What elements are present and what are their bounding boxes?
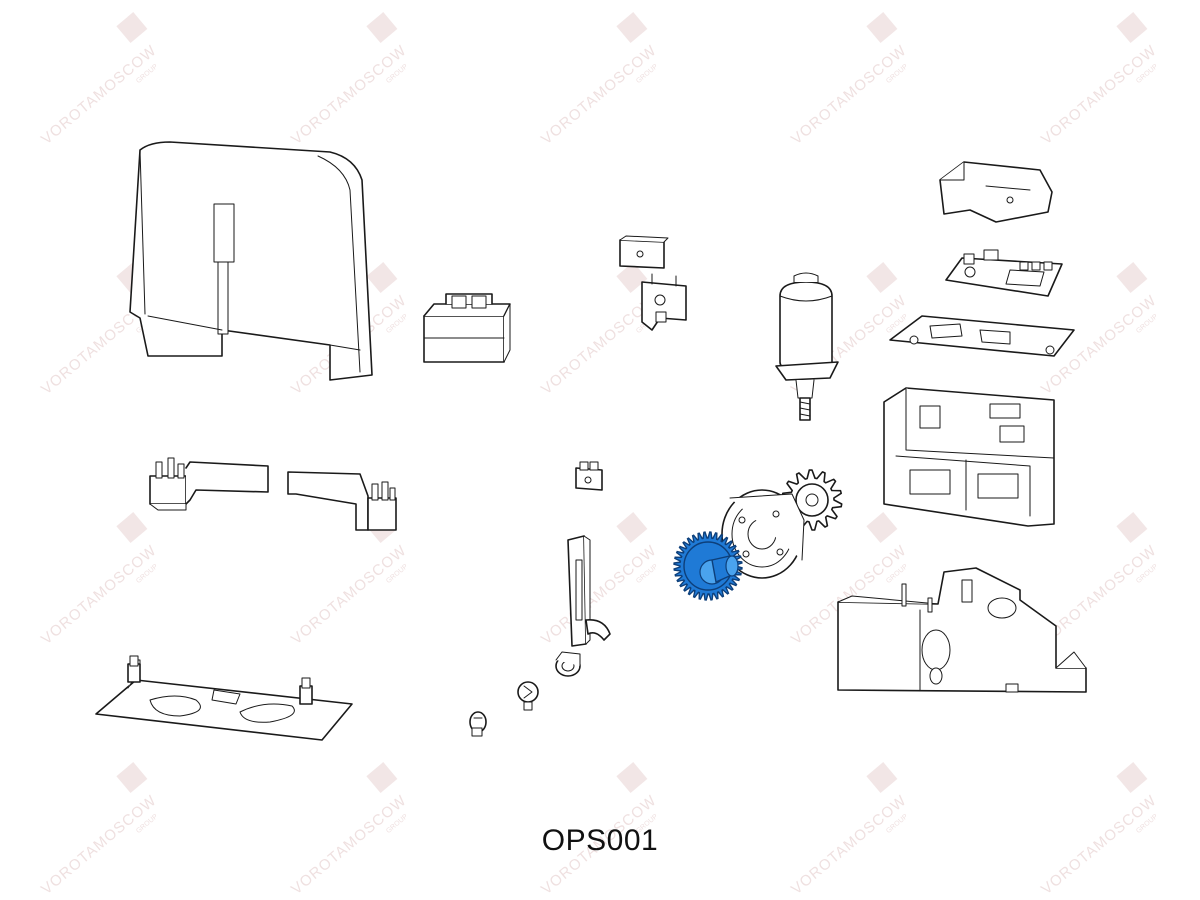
gearbox-housing[interactable] bbox=[883, 387, 1055, 527]
watermark-logo-icon bbox=[366, 12, 398, 44]
watermark-logo-icon bbox=[616, 762, 648, 794]
watermark-logo-icon bbox=[116, 762, 148, 794]
watermark-text: VOROTAMOSCOW bbox=[38, 42, 160, 148]
watermark-logo-icon bbox=[866, 262, 898, 294]
base-frame[interactable] bbox=[837, 567, 1087, 693]
watermark-logo-icon bbox=[366, 262, 398, 294]
watermark-text: VOROTAMOSCOW bbox=[288, 542, 410, 648]
lock-cylinder[interactable] bbox=[555, 651, 581, 677]
watermark-logo-icon bbox=[1116, 512, 1148, 544]
watermark-logo-icon bbox=[866, 12, 898, 44]
encoder-sensor[interactable] bbox=[575, 461, 603, 491]
watermark-text: VOROTAMOSCOW bbox=[788, 42, 910, 148]
transformer[interactable] bbox=[423, 293, 511, 363]
control-board-cover[interactable] bbox=[939, 161, 1053, 223]
watermark-logo-icon bbox=[366, 762, 398, 794]
motor[interactable] bbox=[775, 272, 839, 421]
gear-housing-flange[interactable] bbox=[721, 489, 805, 579]
watermark-logo-icon bbox=[116, 512, 148, 544]
highlighted-gear-ops001[interactable] bbox=[673, 531, 743, 601]
screw[interactable] bbox=[469, 711, 487, 737]
limit-switch-bracket-right[interactable] bbox=[287, 471, 397, 531]
watermark-logo-icon bbox=[616, 12, 648, 44]
watermark-logo-icon bbox=[1116, 262, 1148, 294]
part-code-label: OPS001 bbox=[541, 824, 659, 857]
mounting-plate[interactable] bbox=[889, 315, 1075, 357]
watermark-logo-icon bbox=[1116, 12, 1148, 44]
base-plate[interactable] bbox=[95, 655, 353, 741]
limit-switch-bracket-left[interactable] bbox=[149, 457, 269, 511]
encoder-cover[interactable] bbox=[619, 235, 669, 269]
watermark-logo-icon bbox=[866, 762, 898, 794]
release-knob[interactable] bbox=[517, 681, 539, 711]
control-board-pcb[interactable] bbox=[945, 249, 1063, 297]
watermark-logo-icon bbox=[616, 262, 648, 294]
watermark-text: VOROTAMOSCOW bbox=[288, 42, 410, 148]
watermark-logo-icon bbox=[866, 512, 898, 544]
release-lever[interactable] bbox=[567, 535, 611, 647]
watermark-text: VOROTAMOSCOW bbox=[1038, 42, 1160, 148]
encoder-body[interactable] bbox=[641, 273, 687, 331]
watermark-text: VOROTAMOSCOW bbox=[38, 542, 160, 648]
watermark-logo-icon bbox=[616, 512, 648, 544]
watermark-logo-icon bbox=[1116, 762, 1148, 794]
housing-cover[interactable] bbox=[129, 141, 373, 381]
watermark-text: VOROTAMOSCOW bbox=[538, 42, 660, 148]
watermark-logo-icon bbox=[116, 12, 148, 44]
